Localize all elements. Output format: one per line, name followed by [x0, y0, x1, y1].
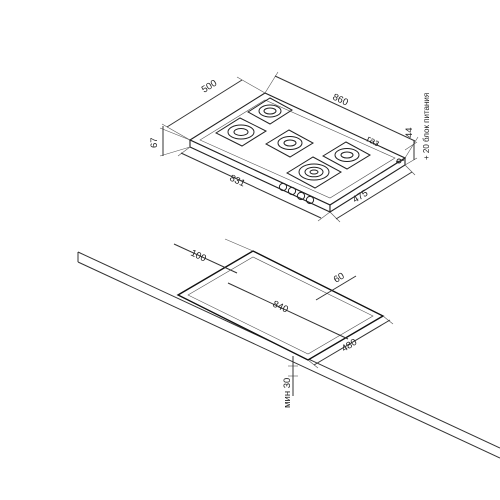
dim-hob-depth-label: 500: [200, 78, 219, 96]
hob-top-face: [188, 92, 407, 206]
dim-hob-side-label: 44: [404, 127, 415, 138]
burner-center: [264, 129, 315, 158]
dim-countertop-thickness-label: мин 30: [282, 378, 293, 408]
knob-4: [305, 195, 315, 205]
dim-hob-width: 860: [264, 71, 419, 159]
dim-hob-height: 67: [149, 126, 191, 157]
countertop-drawing: 100 60 840 480 мин 30: [77, 238, 500, 459]
burner-back-left: [247, 97, 293, 125]
dim-hob-width-label: 860: [331, 92, 350, 109]
dim-cutout-side-label: 60: [332, 271, 347, 286]
control-knobs: [278, 182, 315, 205]
dim-hob-height-label: 67: [149, 137, 160, 148]
cutout-inner: [187, 256, 374, 355]
burner-left: [214, 117, 268, 147]
dim-hob-side: 44: [404, 127, 418, 166]
dim-hob-front-width-label: 831: [228, 173, 247, 190]
countertop-front-edge: [77, 261, 500, 459]
dim-hob-front-depth: 475: [329, 164, 416, 223]
hob-drawing: 500 860 67 газ 44 + 20 блок питания: [149, 71, 431, 223]
gas-label: газ: [365, 134, 381, 149]
burner-right-back: [321, 141, 372, 170]
power-block-label: + 20 блок питания: [422, 93, 431, 160]
knob-2: [287, 186, 297, 196]
burner-wok: [285, 156, 343, 189]
dim-cutout-back-label: 100: [189, 248, 208, 265]
knob-3: [296, 191, 306, 201]
gas-connector: [395, 158, 405, 164]
dim-cutout-side: 60: [315, 271, 357, 301]
dim-countertop-thickness: мин 30: [282, 356, 298, 408]
hob-inner-rim: [199, 99, 396, 199]
knob-1: [278, 182, 288, 192]
